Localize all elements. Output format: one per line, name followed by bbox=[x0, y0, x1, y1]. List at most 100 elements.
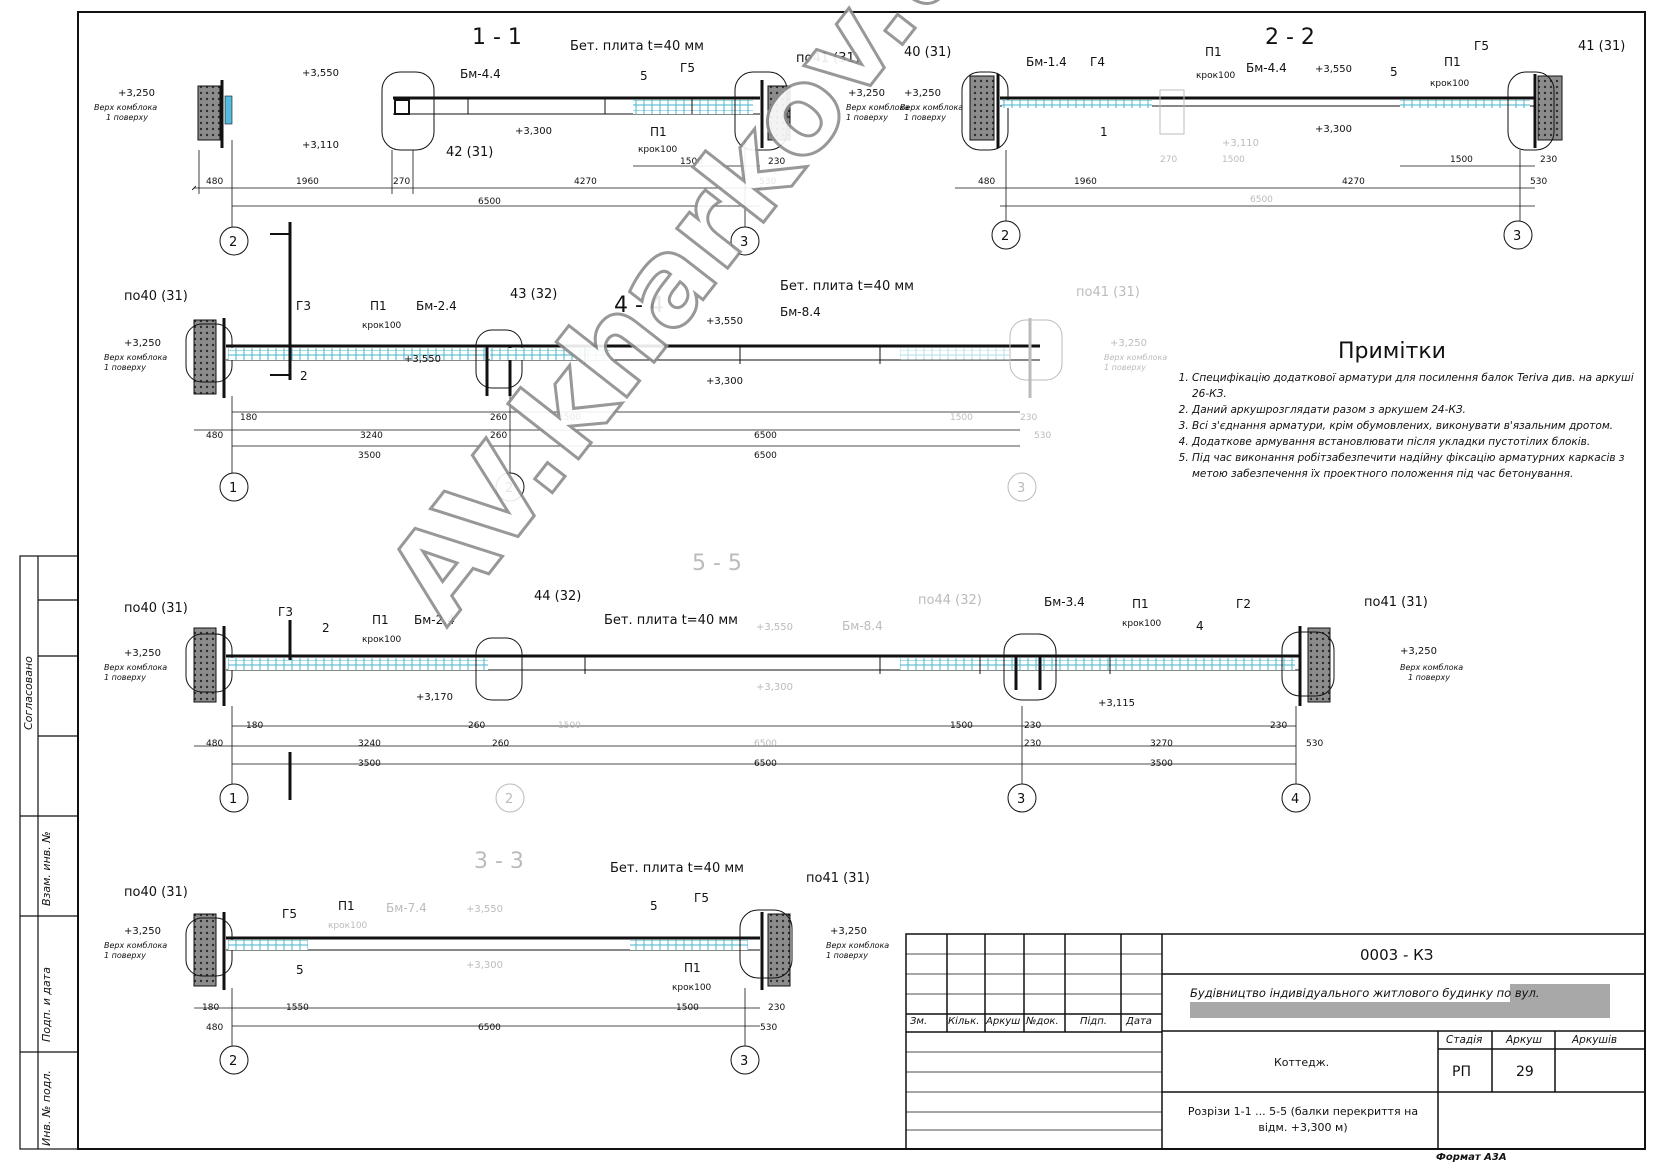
note-item: Специфікацію додаткової арматури для пос… bbox=[1192, 370, 1638, 402]
level-mid: +3,300 bbox=[1315, 124, 1352, 135]
dim: 3500 bbox=[358, 759, 381, 769]
level-right: +3,250 bbox=[1400, 646, 1437, 657]
note-right-2: 1 поверху bbox=[846, 113, 888, 122]
dim: 1500 bbox=[558, 413, 581, 423]
section-1-1-title: 1 - 1 bbox=[472, 25, 522, 50]
dim: 480 bbox=[978, 177, 995, 187]
sheet-value: 29 bbox=[1516, 1064, 1534, 1080]
mark-g3: Г3 bbox=[296, 299, 311, 313]
sheet-label: Аркуш bbox=[1506, 1034, 1543, 1046]
beam-2-label: Бм-8.4 bbox=[842, 619, 883, 633]
note-left-2: 1 поверху bbox=[104, 363, 146, 372]
stage-label: Стадія bbox=[1446, 1034, 1483, 1046]
p1-label: П1 bbox=[1205, 45, 1222, 59]
section-3-3-title: 3 - 3 bbox=[474, 849, 524, 874]
note-right: Верх комблока bbox=[826, 941, 889, 950]
note-left: Верх комблока bbox=[104, 353, 167, 362]
mark-g5-b: Г5 bbox=[694, 891, 709, 905]
step-label-2: крок100 bbox=[1122, 619, 1162, 629]
note-left-2: 1 поверху bbox=[106, 113, 148, 122]
axis-bubble: 3 bbox=[1017, 792, 1025, 807]
level-top: +3,550 bbox=[756, 622, 793, 633]
dim: 180 bbox=[240, 413, 257, 423]
dim: 1500 bbox=[1450, 155, 1473, 165]
dim: 530 bbox=[759, 177, 776, 187]
dim: 3500 bbox=[1150, 759, 1173, 769]
section-5-5: 5 - 5 по40 (31) 44 (32) по44 (32) по41 (… bbox=[104, 551, 1463, 813]
redacted-address-2 bbox=[1190, 1002, 1512, 1018]
axis-bubble: 3 bbox=[1513, 229, 1521, 244]
note-left-2: 1 поверху bbox=[104, 951, 146, 960]
notes-list: Специфікацію додаткової арматури для пос… bbox=[1178, 370, 1638, 482]
support-2-label: по44 (32) bbox=[918, 593, 982, 608]
dim: 6500 bbox=[754, 431, 777, 441]
dim: 480 bbox=[206, 177, 223, 187]
format-label: Формат А3А bbox=[1436, 1152, 1507, 1163]
mark-g5: Г5 bbox=[282, 907, 297, 921]
notes-title: Примітки bbox=[1338, 339, 1446, 364]
level-top: +3,550 bbox=[466, 904, 503, 915]
level-bottom: +3,110 bbox=[302, 140, 339, 151]
dim: 230 bbox=[1270, 721, 1287, 731]
dim: 4270 bbox=[574, 177, 597, 187]
step-label: крок100 bbox=[362, 635, 402, 645]
level-bottom: +3,110 bbox=[1222, 138, 1259, 149]
dim: 6500 bbox=[478, 1023, 501, 1033]
note-item: Додаткове армування встановлювати після … bbox=[1192, 434, 1638, 450]
dim: 230 bbox=[1024, 721, 1041, 731]
wall-left-label: по40 (31) bbox=[124, 601, 188, 616]
dim: 1500 bbox=[950, 413, 973, 423]
axis-bubble: 2 bbox=[505, 481, 513, 496]
mark-5: 5 bbox=[640, 69, 648, 83]
header-pidp: Підп. bbox=[1080, 1016, 1107, 1027]
level-mid: +3,300 bbox=[756, 682, 793, 693]
dim: 4270 bbox=[1342, 177, 1365, 187]
dim: 260 bbox=[490, 413, 507, 423]
step-label-b: крок100 bbox=[672, 983, 712, 993]
p1-label: П1 bbox=[372, 613, 389, 627]
dim: 530 bbox=[760, 1023, 777, 1033]
wall-right-label: по41 (31) bbox=[1076, 285, 1140, 300]
beam-1-label: Бм-2.4 bbox=[414, 613, 455, 627]
mark-g3: Г3 bbox=[278, 605, 293, 619]
dim: 6500 bbox=[478, 197, 501, 207]
axis-bubble: 1 bbox=[229, 481, 237, 496]
note-left: Верх комблока bbox=[94, 103, 157, 112]
level-right: +3,250 bbox=[830, 926, 867, 937]
beam-2-label: Бм-8.4 bbox=[780, 305, 821, 319]
note-left-2: 1 поверху bbox=[104, 673, 146, 682]
level-left: +3,250 bbox=[118, 88, 155, 99]
mark-g5: Г5 bbox=[1474, 39, 1489, 53]
section-5-5-title: 5 - 5 bbox=[692, 551, 742, 576]
axis-bubble: 2 bbox=[229, 1054, 237, 1069]
wall-left-label: по40 (31) bbox=[124, 885, 188, 900]
dim: 3270 bbox=[1150, 739, 1173, 749]
section-4-4: 4 - 4 Бет. плита t=40 мм Бм-8.4 по40 (31… bbox=[104, 279, 1167, 502]
support-1-label: 44 (32) bbox=[534, 589, 581, 604]
dim: 3240 bbox=[360, 431, 383, 441]
section-2-2-title: 2 - 2 bbox=[1265, 25, 1315, 50]
dim: 1500 bbox=[680, 157, 703, 167]
dim: 480 bbox=[206, 431, 223, 441]
mark-5-b: 5 bbox=[650, 899, 658, 913]
slab-label: Бет. плита t=40 мм bbox=[570, 39, 704, 54]
stamp-inv-original: Инв. № подл. bbox=[40, 1070, 53, 1146]
axis-bubble: 4 bbox=[1291, 792, 1299, 807]
sheet-title: Розрізи 1-1 ... 5-5 (балки перекриття на… bbox=[1187, 1105, 1419, 1134]
dim: 260 bbox=[492, 739, 509, 749]
sheets-label: Аркушів bbox=[1572, 1034, 1618, 1046]
note-right-2: 1 поверху bbox=[1104, 363, 1146, 372]
dim: 480 bbox=[206, 739, 223, 749]
wall-left-label: по40 (31) bbox=[124, 289, 188, 304]
stamp-agreed: Согласовано bbox=[22, 656, 35, 730]
dim: 230 bbox=[1540, 155, 1557, 165]
dim: 230 bbox=[768, 157, 785, 167]
dim: 1500 bbox=[676, 1003, 699, 1013]
dim: 1960 bbox=[296, 177, 319, 187]
mark-1: 1 bbox=[1100, 125, 1108, 139]
note-item: Під час виконання робітзабезпечити надій… bbox=[1192, 450, 1638, 482]
note-right: Верх комблока bbox=[1400, 663, 1463, 672]
p1-label-2: П1 bbox=[1444, 55, 1461, 69]
dim: 1500 bbox=[1222, 155, 1245, 165]
